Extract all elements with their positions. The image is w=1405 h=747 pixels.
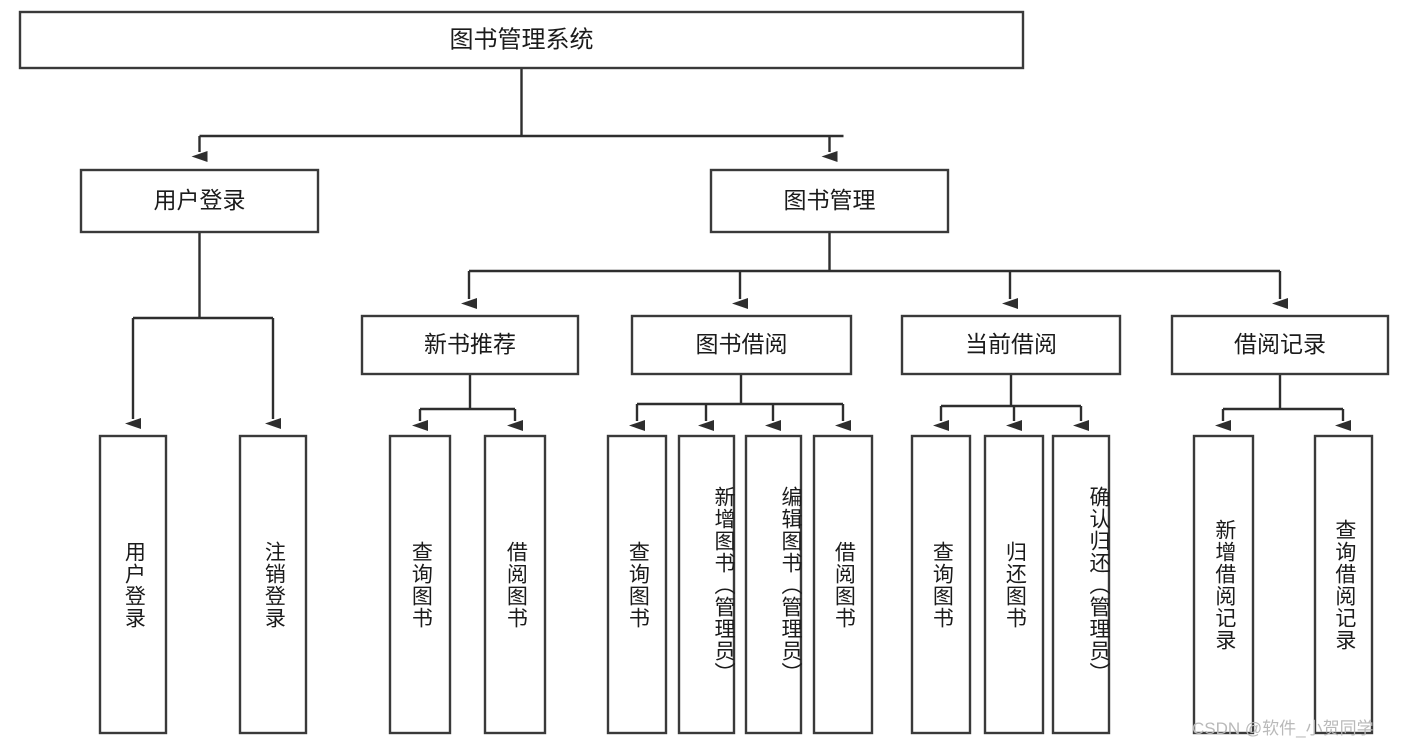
- node-user-login-box[interactable]: [79, 168, 320, 234]
- node-book-manage[interactable]: 图书管理: [709, 168, 950, 234]
- node-current-borrow-box[interactable]: [900, 314, 1122, 376]
- node-current-borrow[interactable]: 当前借阅: [900, 314, 1122, 376]
- connector-group-book-manage: [461, 232, 1288, 309]
- node-current-borrow-label: 当前借阅: [965, 331, 1057, 357]
- node-user-login[interactable]: 用户登录: [79, 168, 320, 234]
- node-leaf-logout-box[interactable]: [238, 434, 308, 735]
- leaf-boxes: [98, 434, 1374, 735]
- node-root-box[interactable]: [18, 10, 1025, 70]
- node-leaf-query-book-3-box[interactable]: [910, 434, 972, 735]
- connector-group-book-borrow: [629, 374, 851, 431]
- connector-group-root: [191, 68, 844, 162]
- node-book-manage-box[interactable]: [709, 168, 950, 234]
- node-book-borrow[interactable]: 图书借阅: [630, 314, 853, 376]
- node-leaf-query-record-box[interactable]: [1313, 434, 1374, 735]
- node-leaf-user-login-box[interactable]: [98, 434, 168, 735]
- node-book-borrow-label: 图书借阅: [696, 331, 788, 357]
- node-leaf-edit-book-box[interactable]: [744, 434, 803, 735]
- node-leaf-add-book-box[interactable]: [677, 434, 736, 735]
- node-borrow-record-label: 借阅记录: [1234, 331, 1326, 357]
- node-borrow-record[interactable]: 借阅记录: [1170, 314, 1390, 376]
- connector-group-new-book-rec: [412, 374, 523, 431]
- csdn-watermark: CSDN @软件_小贺同学: [1192, 719, 1374, 738]
- node-leaf-query-book-2-box[interactable]: [606, 434, 668, 735]
- node-leaf-confirm-return-box[interactable]: [1051, 434, 1111, 735]
- connector-group-user-login: [125, 232, 281, 429]
- connector-group-current-borrow: [933, 374, 1089, 431]
- node-root[interactable]: 图书管理系统: [18, 10, 1025, 70]
- node-new-book-rec[interactable]: 新书推荐: [360, 314, 580, 376]
- node-leaf-borrow-book-1-box[interactable]: [483, 434, 547, 735]
- node-leaf-borrow-book-2-box[interactable]: [812, 434, 874, 735]
- node-user-login-label: 用户登录: [154, 187, 246, 213]
- node-new-book-rec-label: 新书推荐: [424, 331, 516, 357]
- node-borrow-record-box[interactable]: [1170, 314, 1390, 376]
- node-root-label: 图书管理系统: [450, 26, 594, 53]
- node-new-book-rec-box[interactable]: [360, 314, 580, 376]
- node-leaf-return-book-box[interactable]: [983, 434, 1045, 735]
- node-leaf-query-book-1-box[interactable]: [388, 434, 452, 735]
- connector-group-borrow-record: [1215, 374, 1351, 431]
- node-book-manage-label: 图书管理: [784, 187, 876, 213]
- node-book-borrow-box[interactable]: [630, 314, 853, 376]
- node-leaf-add-record-box[interactable]: [1192, 434, 1255, 735]
